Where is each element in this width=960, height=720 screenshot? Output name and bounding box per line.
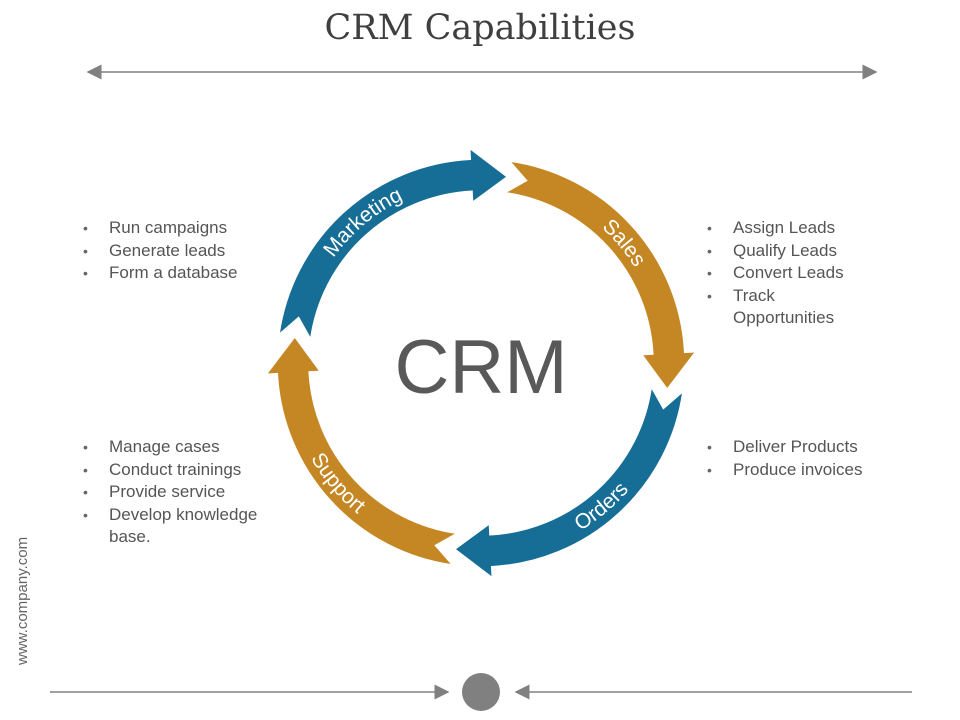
list-item: Manage cases bbox=[77, 436, 262, 459]
list-item: Generate leads bbox=[77, 240, 277, 263]
support-arrow bbox=[264, 335, 460, 567]
support-list: Manage cases Conduct trainings Provide s… bbox=[77, 436, 262, 549]
marketing-arrow bbox=[277, 146, 509, 342]
page-title: CRM Capabilities bbox=[324, 8, 636, 48]
bottom-circle-icon bbox=[462, 673, 500, 711]
list-item: Qualify Leads bbox=[701, 240, 851, 263]
list-item: Produce invoices bbox=[701, 459, 901, 482]
orders-arrow bbox=[453, 384, 685, 580]
marketing-list: Run campaigns Generate leads Form a data… bbox=[77, 217, 277, 285]
list-item: Deliver Products bbox=[701, 436, 901, 459]
marketing-label: Marketing bbox=[319, 183, 406, 261]
list-item: Form a database bbox=[77, 262, 277, 285]
center-crm-label: CRM bbox=[394, 325, 567, 410]
sales-arrow bbox=[502, 159, 698, 391]
list-item: Develop knowledge base. bbox=[77, 504, 262, 549]
list-item: Run campaigns bbox=[77, 217, 277, 240]
list-item: Convert Leads bbox=[701, 262, 851, 285]
list-item: Assign Leads bbox=[701, 217, 851, 240]
list-item: Conduct trainings bbox=[77, 459, 262, 482]
sales-list: Assign Leads Qualify Leads Convert Leads… bbox=[701, 217, 851, 330]
orders-list: Deliver Products Produce invoices bbox=[701, 436, 901, 481]
website-url[interactable]: www.company.com bbox=[14, 536, 31, 665]
list-item: Track Opportunities bbox=[701, 285, 851, 330]
list-item: Provide service bbox=[77, 481, 262, 504]
